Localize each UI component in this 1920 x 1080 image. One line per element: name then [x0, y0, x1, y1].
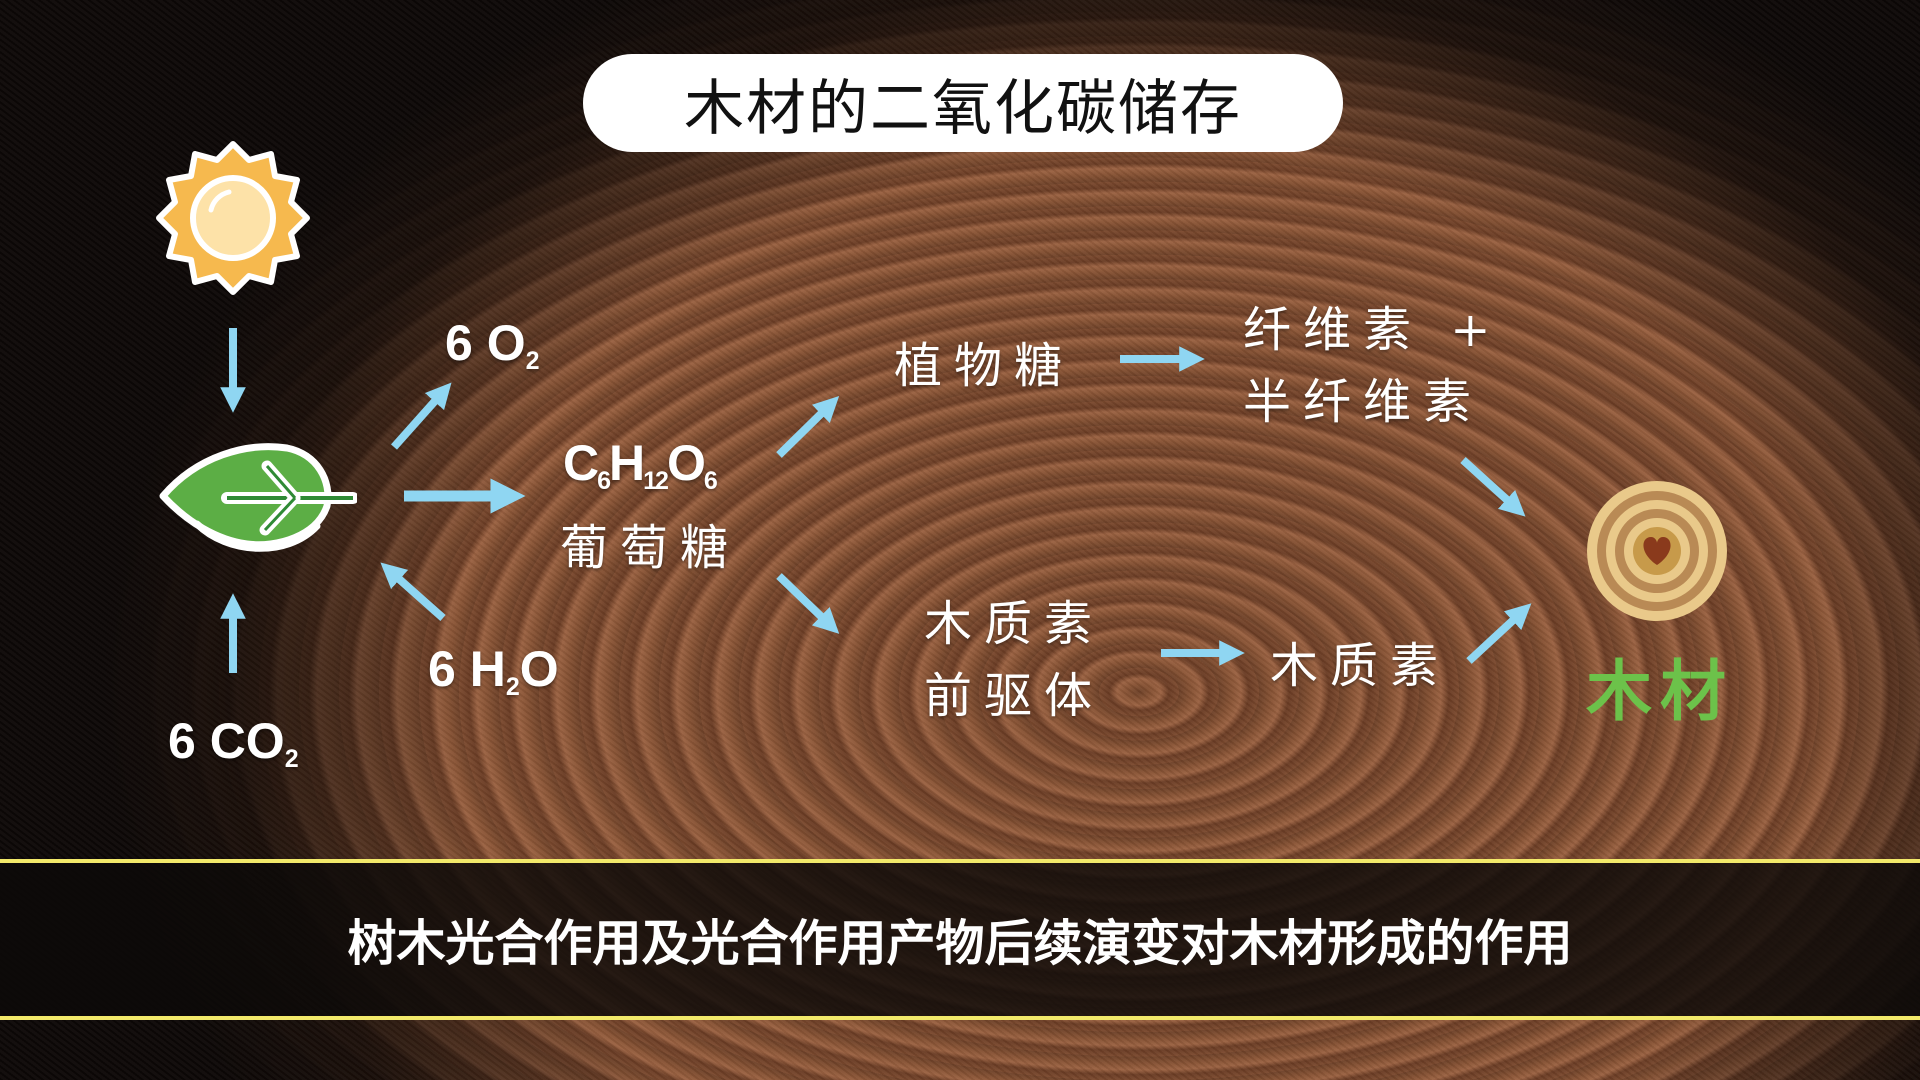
lignin-label: 木质素: [1270, 638, 1451, 694]
arrow-cellulose-to-wood: [1460, 457, 1526, 517]
glucose-formula: C6H12O6: [563, 435, 718, 495]
page-title: 木材的二氧化碳储存: [583, 54, 1343, 152]
leaf-icon: [159, 443, 357, 552]
tree-ring-heart-icon: [1587, 481, 1727, 621]
h2o-label: 6 H2O: [428, 641, 559, 701]
lignin-precursor-line1: 木质素: [924, 596, 1105, 652]
arrow-lignin-to-wood: [1466, 603, 1532, 664]
arrow-h2o-to-leaf: [380, 562, 446, 621]
cellulose-label-line1: 纤维素 +: [1243, 302, 1503, 358]
lignin-precursor-line2: 前驱体: [924, 668, 1105, 724]
plant-sugar-label: 植物糖: [894, 338, 1075, 394]
subtitle-text: 树木光合作用及光合作用产物后续演变对木材形成的作用: [347, 915, 1573, 972]
title-text: 木材的二氧化碳储存: [684, 73, 1242, 144]
arrow-leaf-to-o2: [391, 382, 452, 450]
arrow-glucose-to-plant-sugar: [776, 396, 840, 458]
wood-label: 木材: [1586, 652, 1734, 730]
o2-label: 6 O2: [445, 315, 540, 375]
co2-label: 6 CO2: [168, 713, 299, 773]
cellulose-label-line2: 半纤维素: [1243, 374, 1484, 430]
sun-icon: [156, 141, 310, 295]
glucose-name: 葡萄糖: [560, 520, 741, 576]
arrow-glucose-to-lignin-precursor: [776, 573, 840, 634]
subtitle-band: 树木光合作用及光合作用产物后续演变对木材形成的作用: [0, 859, 1920, 1020]
